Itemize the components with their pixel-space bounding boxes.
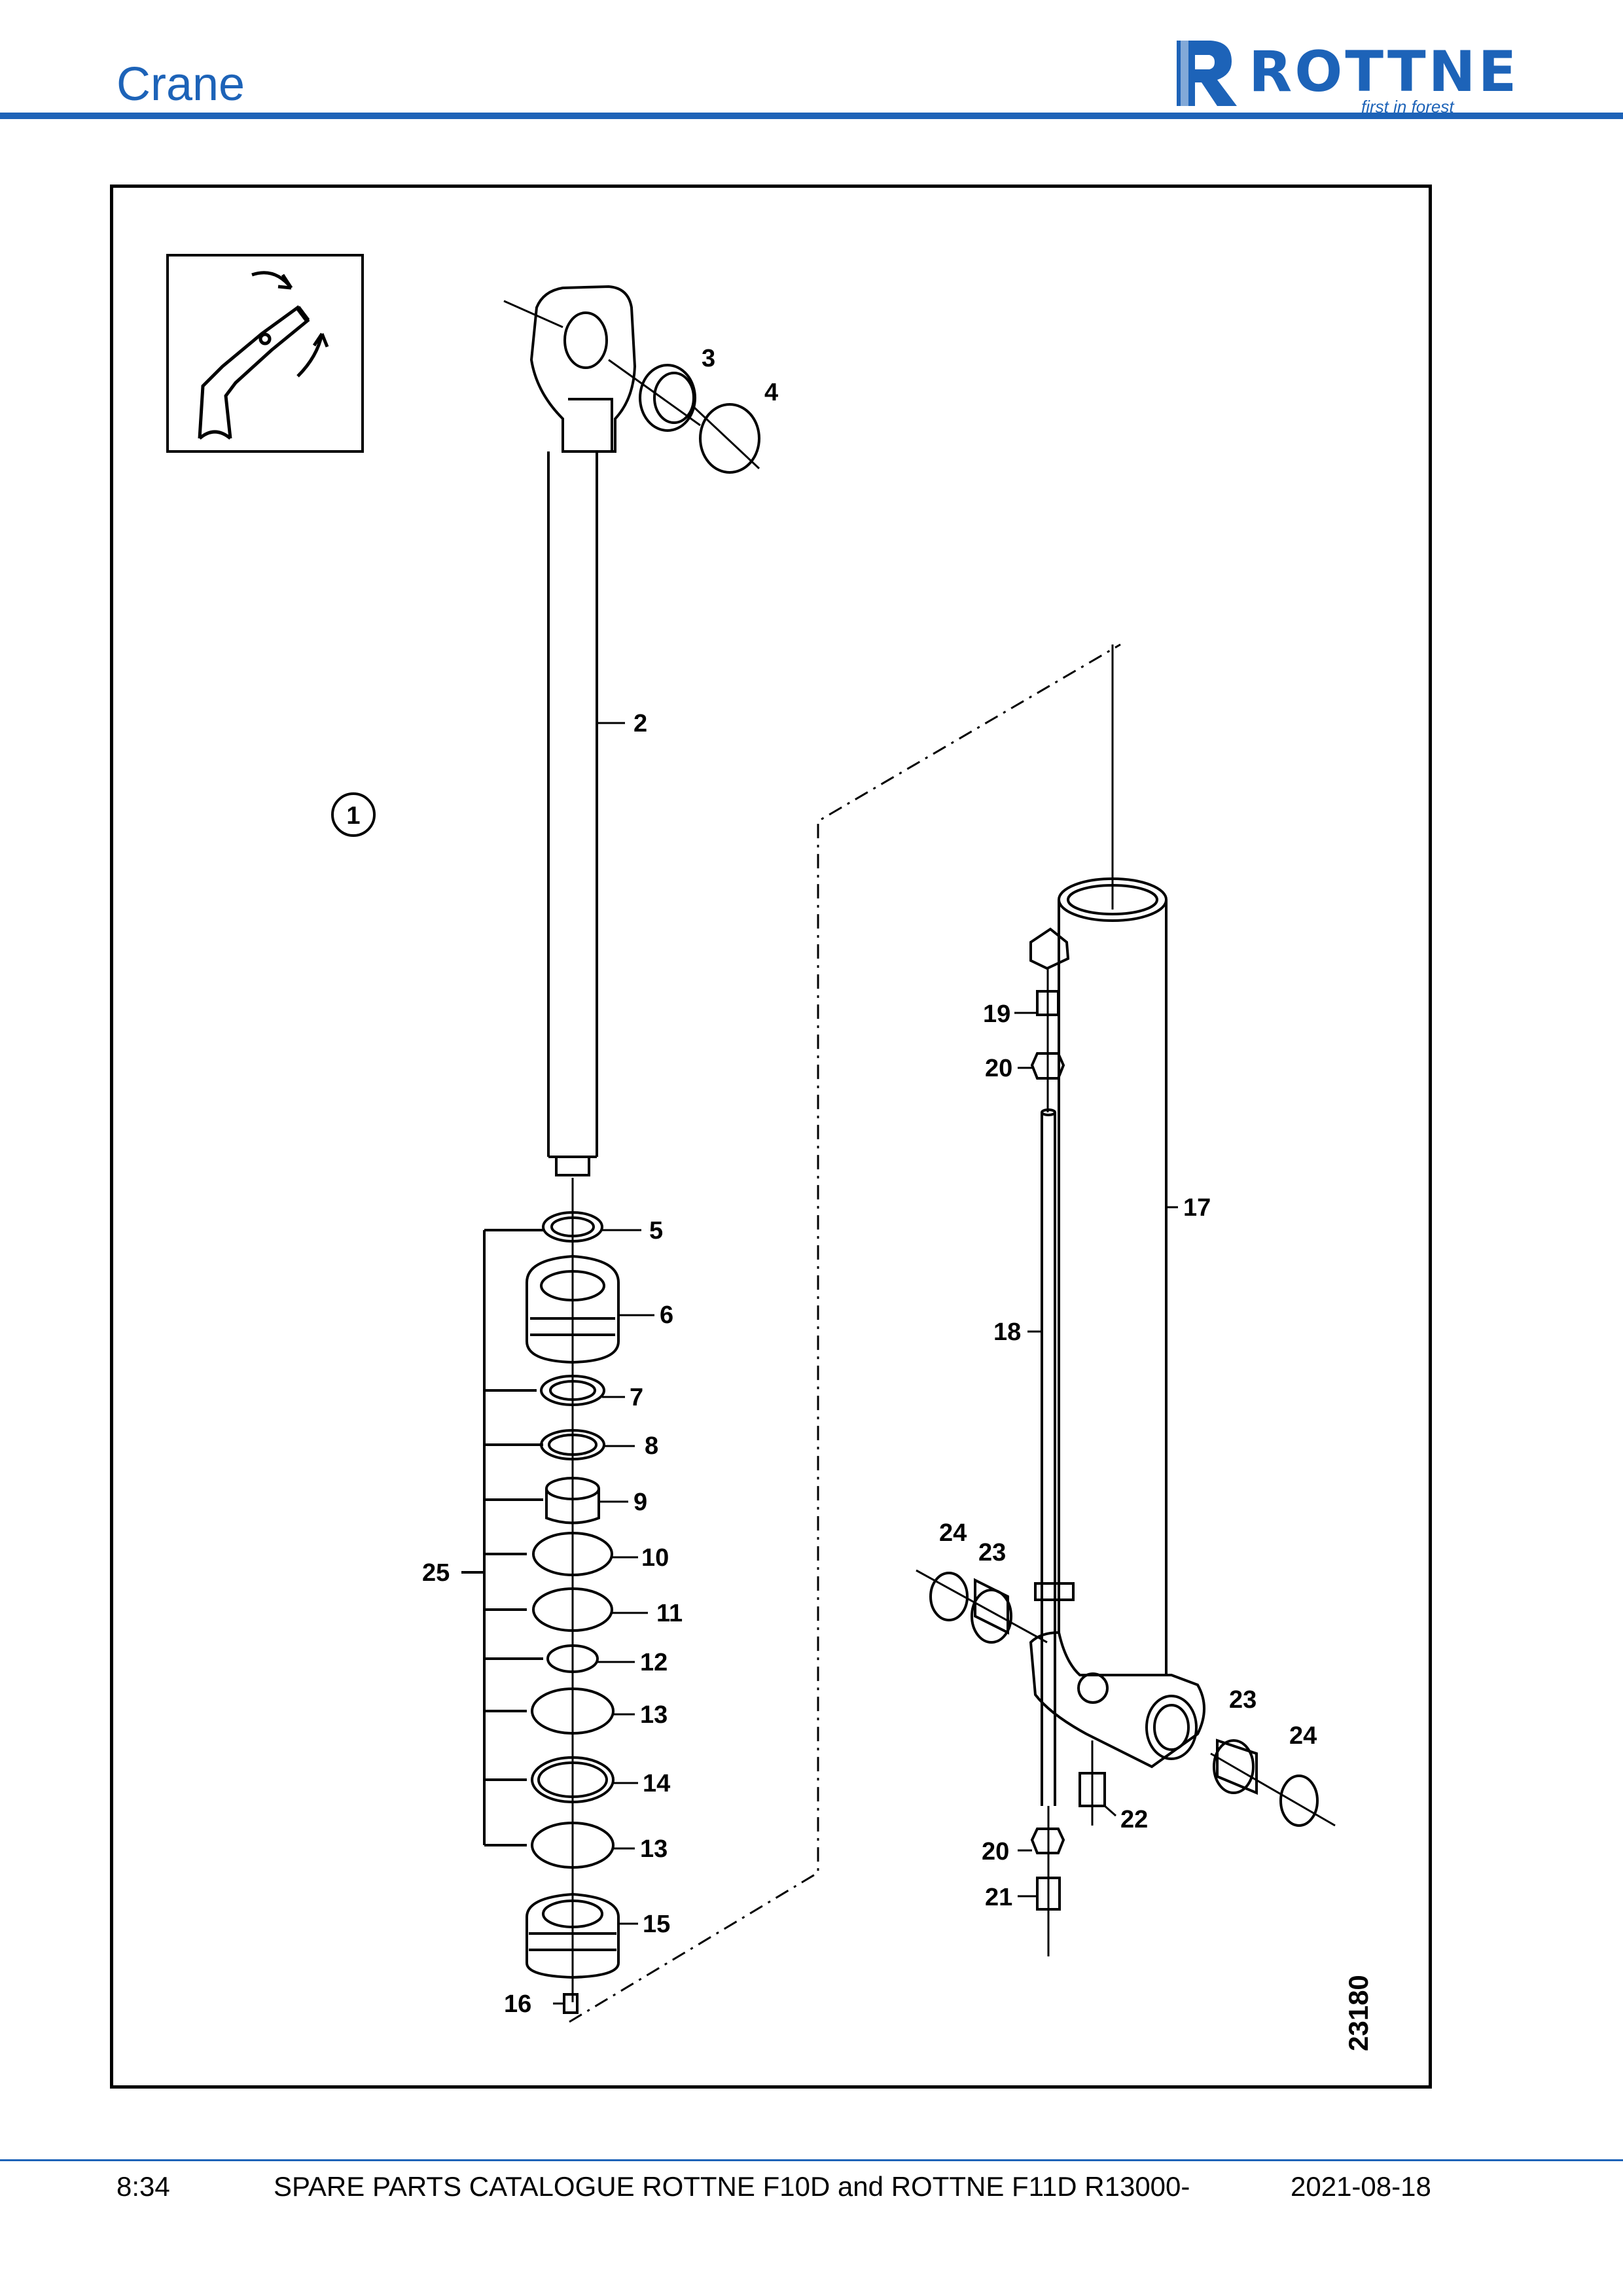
- part-13-backup-ring: [531, 1687, 615, 1735]
- callout-24: 24: [939, 1519, 967, 1547]
- exploded-parts-drawing: 1 2 3 4 5 6 7 8 9 10 11 12 13 14 13 15 1…: [166, 254, 1374, 2051]
- part-10-o-ring: [532, 1532, 613, 1576]
- callout-3: 3: [702, 345, 715, 372]
- footer-rule: [0, 2159, 1623, 2161]
- callout-14: 14: [643, 1770, 670, 1797]
- callout-19: 19: [983, 1000, 1010, 1028]
- crane-arm-pictogram-box: [166, 254, 364, 453]
- part-9-bushing: [545, 1489, 600, 1525]
- callout-10: 10: [641, 1544, 669, 1572]
- part-11-o-ring: [532, 1587, 613, 1632]
- catalogue-title: SPARE PARTS CATALOGUE ROTTNE F10D and RO…: [274, 2171, 1190, 2202]
- brand-name: ROTTNE: [1249, 39, 1520, 105]
- rod-eye: [529, 285, 637, 453]
- part-cap: [1029, 927, 1070, 970]
- assembly-callout: 1: [346, 802, 360, 830]
- catalogue-date: 2021-08-18: [1291, 2171, 1431, 2202]
- callout-5: 5: [649, 1217, 663, 1245]
- part-14-seal: [531, 1756, 615, 1803]
- callout-16: 16: [504, 1990, 531, 2018]
- callout-22: 22: [1120, 1806, 1148, 1833]
- part-24-ring-right: [1279, 1775, 1319, 1827]
- callout-15: 15: [643, 1911, 670, 1938]
- section-title: Crane: [116, 58, 245, 111]
- crane-arm-pictogram-icon: [198, 271, 329, 440]
- part-16-pin: [563, 1993, 579, 2014]
- figure-frame: [110, 185, 1432, 2089]
- part-8-wiper: [540, 1429, 605, 1460]
- callout-17: 17: [1183, 1194, 1211, 1222]
- callout-18: 18: [993, 1318, 1021, 1346]
- callout-4: 4: [764, 379, 778, 406]
- assembly-callout-circle: [331, 792, 376, 837]
- part-24-ring-left: [929, 1572, 969, 1621]
- callout-13-b: 13: [640, 1835, 668, 1863]
- callout-24-b: 24: [1289, 1722, 1317, 1750]
- callout-7: 7: [630, 1384, 643, 1411]
- part-23-bushing-right: [1216, 1739, 1258, 1795]
- part-20-nut-bottom: [1030, 1828, 1065, 1854]
- callout-labels: 1 2 3 4 5 6 7 8 9 10 11 12 13 14 13 15 1…: [346, 345, 1374, 2051]
- callout-20-b: 20: [982, 1838, 1009, 1865]
- rottne-r-emblem-icon: [1177, 41, 1237, 106]
- part-20-nut-top: [1030, 1052, 1065, 1080]
- part-6-gland: [526, 1254, 620, 1364]
- callout-25: 25: [422, 1559, 450, 1587]
- page-number: 8:34: [116, 2171, 170, 2202]
- callout-23: 23: [978, 1539, 1006, 1566]
- callout-8: 8: [645, 1432, 658, 1460]
- callout-11: 11: [656, 1600, 683, 1627]
- callout-20: 20: [985, 1055, 1012, 1082]
- header-rule: [0, 113, 1623, 119]
- drawing-number: 23180: [1343, 1975, 1374, 2051]
- part-15-piston: [526, 1892, 620, 1979]
- callout-6: 6: [660, 1301, 673, 1329]
- callout-23-b: 23: [1229, 1686, 1257, 1714]
- connection-dashline: [569, 643, 1121, 2023]
- callout-12: 12: [640, 1649, 668, 1676]
- callout-21: 21: [985, 1884, 1012, 1911]
- callout-9: 9: [633, 1489, 647, 1516]
- part-12-o-ring: [546, 1644, 599, 1673]
- callout-13: 13: [640, 1701, 668, 1729]
- callout-2: 2: [633, 710, 647, 737]
- part-4-circlip: [699, 403, 760, 474]
- part-5-seal: [542, 1211, 603, 1243]
- part-7-ring: [540, 1375, 605, 1406]
- part-13-backup-ring-2: [531, 1822, 615, 1869]
